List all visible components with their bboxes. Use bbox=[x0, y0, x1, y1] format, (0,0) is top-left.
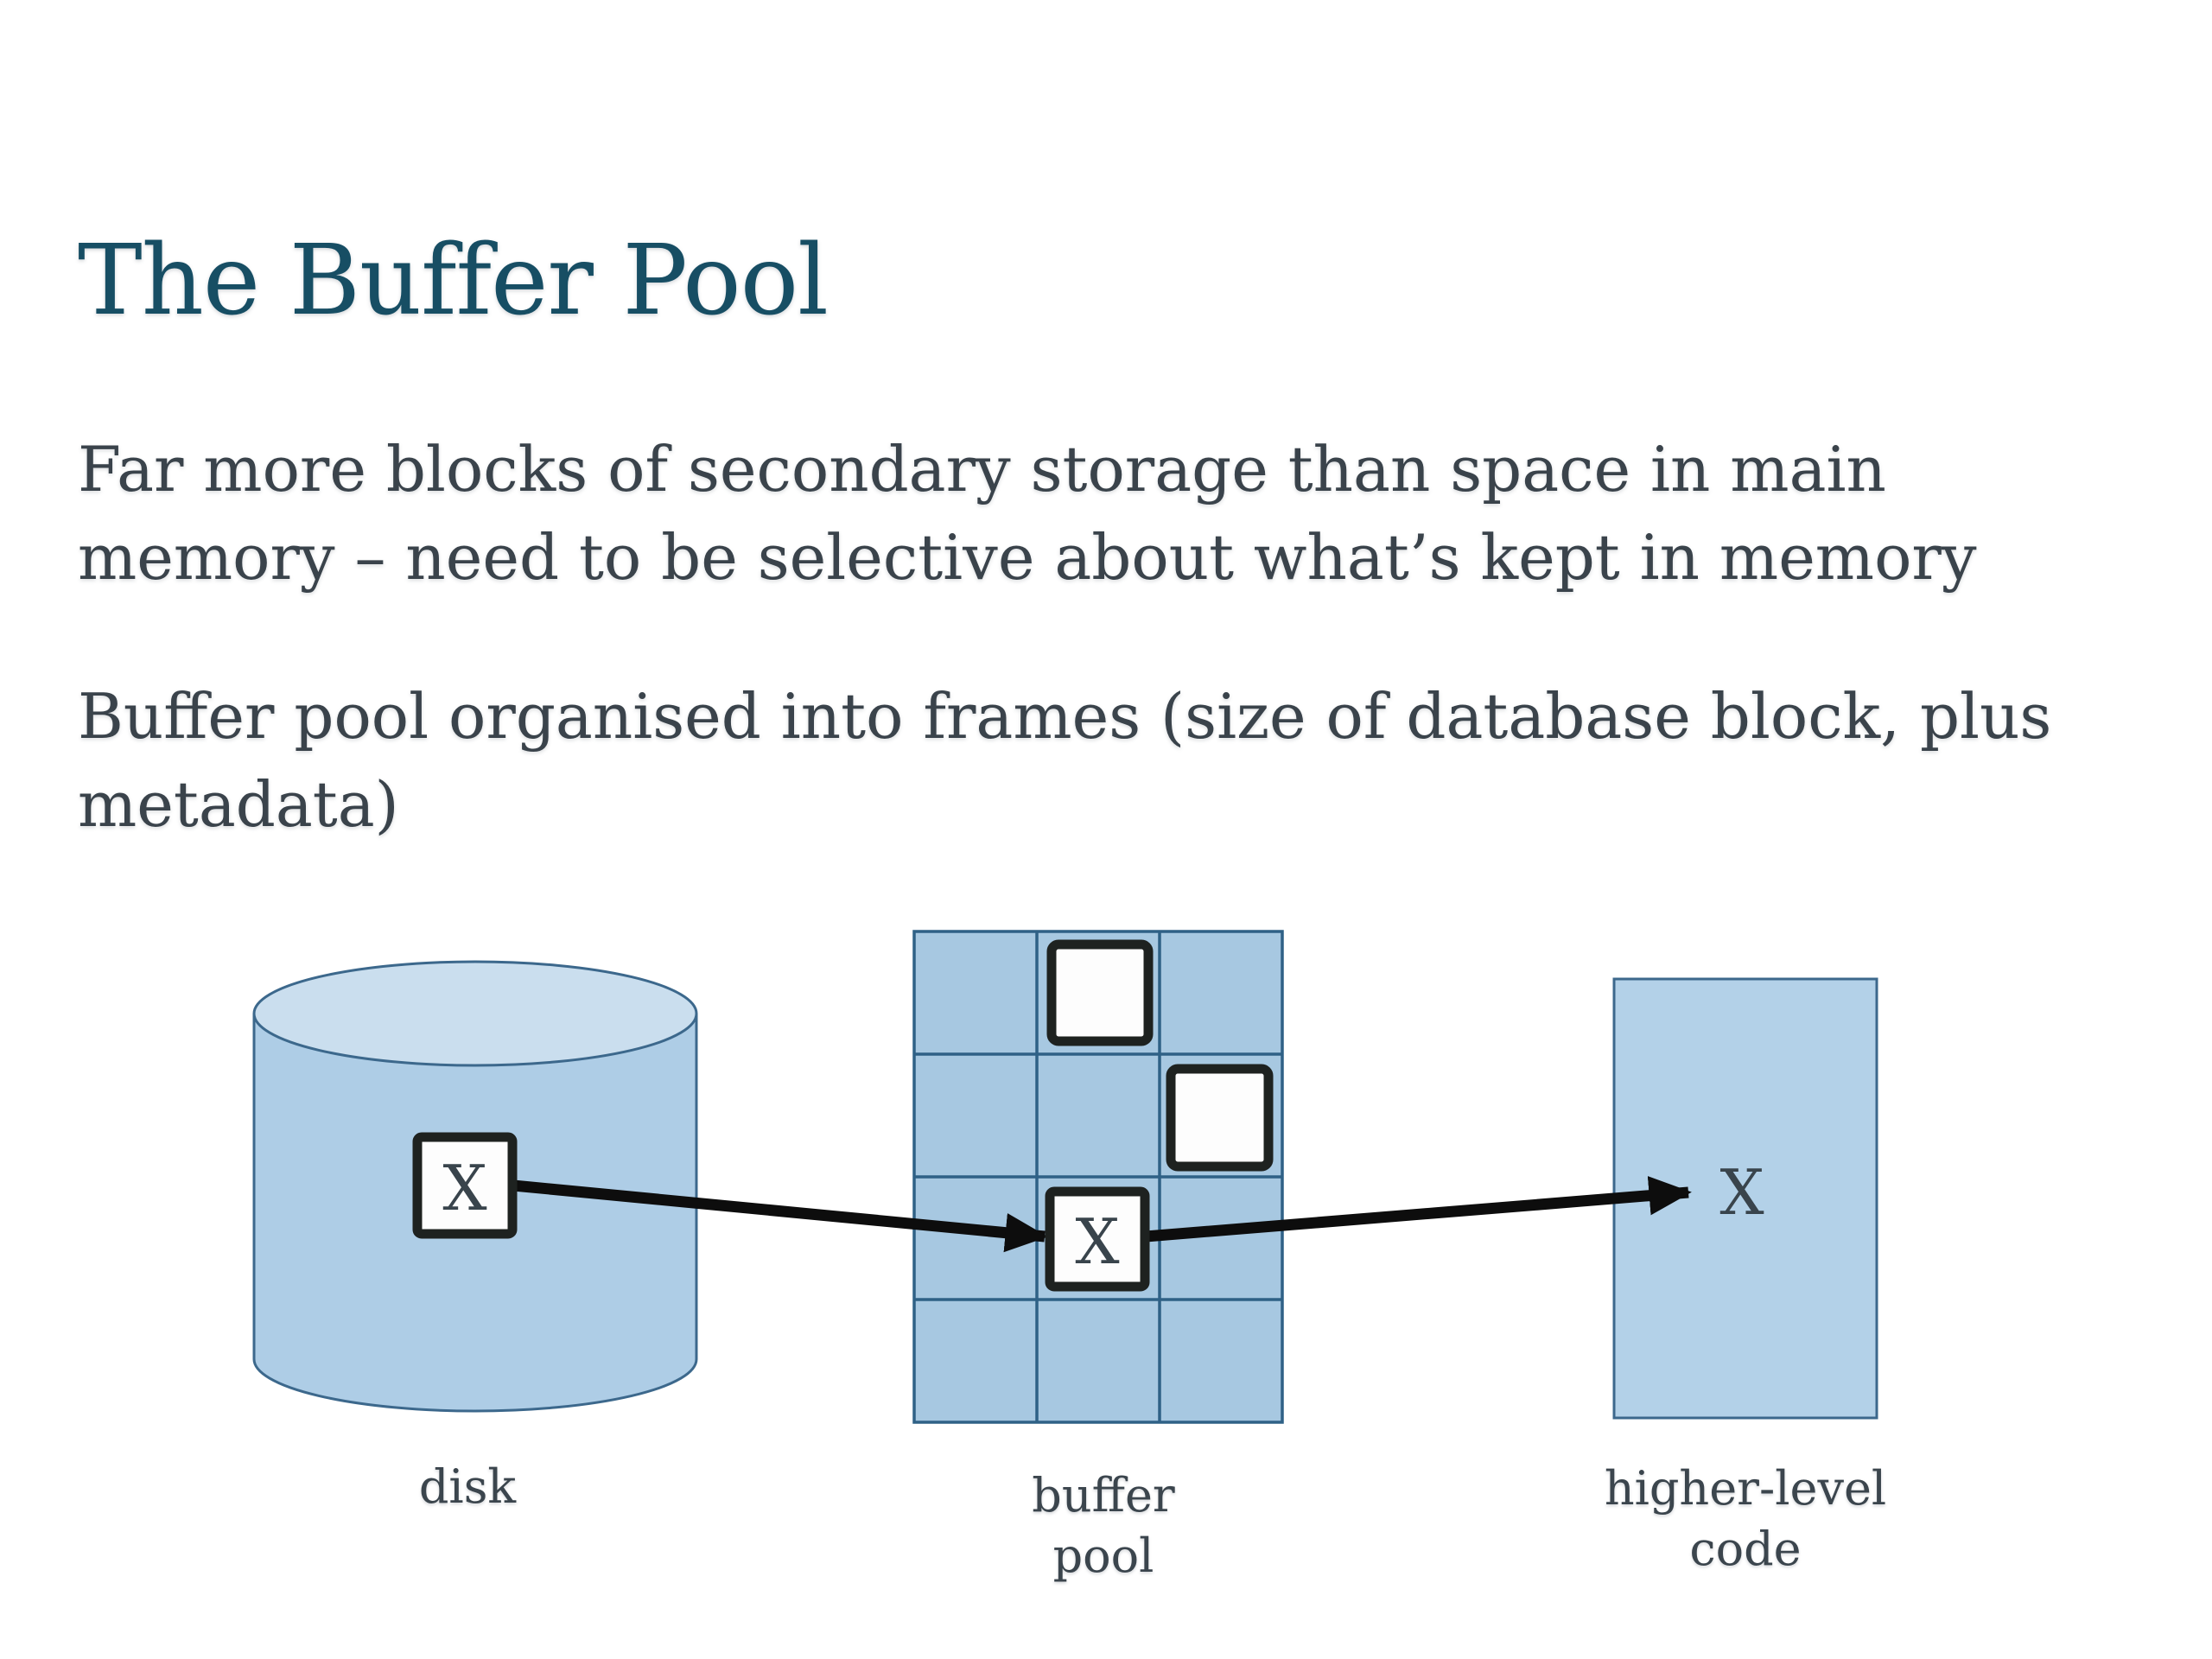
frame-block-empty-1 bbox=[1046, 939, 1154, 1046]
paragraph-buffer-frames: Buffer pool organised into frames (size … bbox=[78, 680, 2052, 841]
disk-block-x-label: X bbox=[442, 1152, 486, 1224]
buffer-block-x: X bbox=[1045, 1186, 1150, 1292]
page-title: The Buffer Pool bbox=[78, 225, 829, 337]
arrow-buffer-to-code bbox=[1145, 1176, 1692, 1243]
buffer-pool-grid-lines bbox=[914, 931, 1282, 1422]
buffer-block-x-frame bbox=[1045, 1186, 1150, 1292]
disk-block-x-frame bbox=[412, 1132, 518, 1239]
arrow-disk-to-buffer bbox=[512, 1179, 1048, 1253]
buffer-block-x-label: X bbox=[1075, 1205, 1119, 1278]
higher-level-code-label: higher-level code bbox=[1604, 1461, 1887, 1576]
frame-block-empty-2 bbox=[1166, 1064, 1274, 1172]
paragraph-secondary-storage: Far more blocks of secondary storage tha… bbox=[78, 433, 1977, 594]
buffer-pool-label: buffer pool bbox=[1032, 1468, 1175, 1583]
code-block-x-label: X bbox=[1719, 1156, 1764, 1229]
disk-block-x: X bbox=[412, 1132, 518, 1239]
disk-label: disk bbox=[418, 1459, 517, 1514]
disk-cylinder-top bbox=[252, 960, 698, 1067]
